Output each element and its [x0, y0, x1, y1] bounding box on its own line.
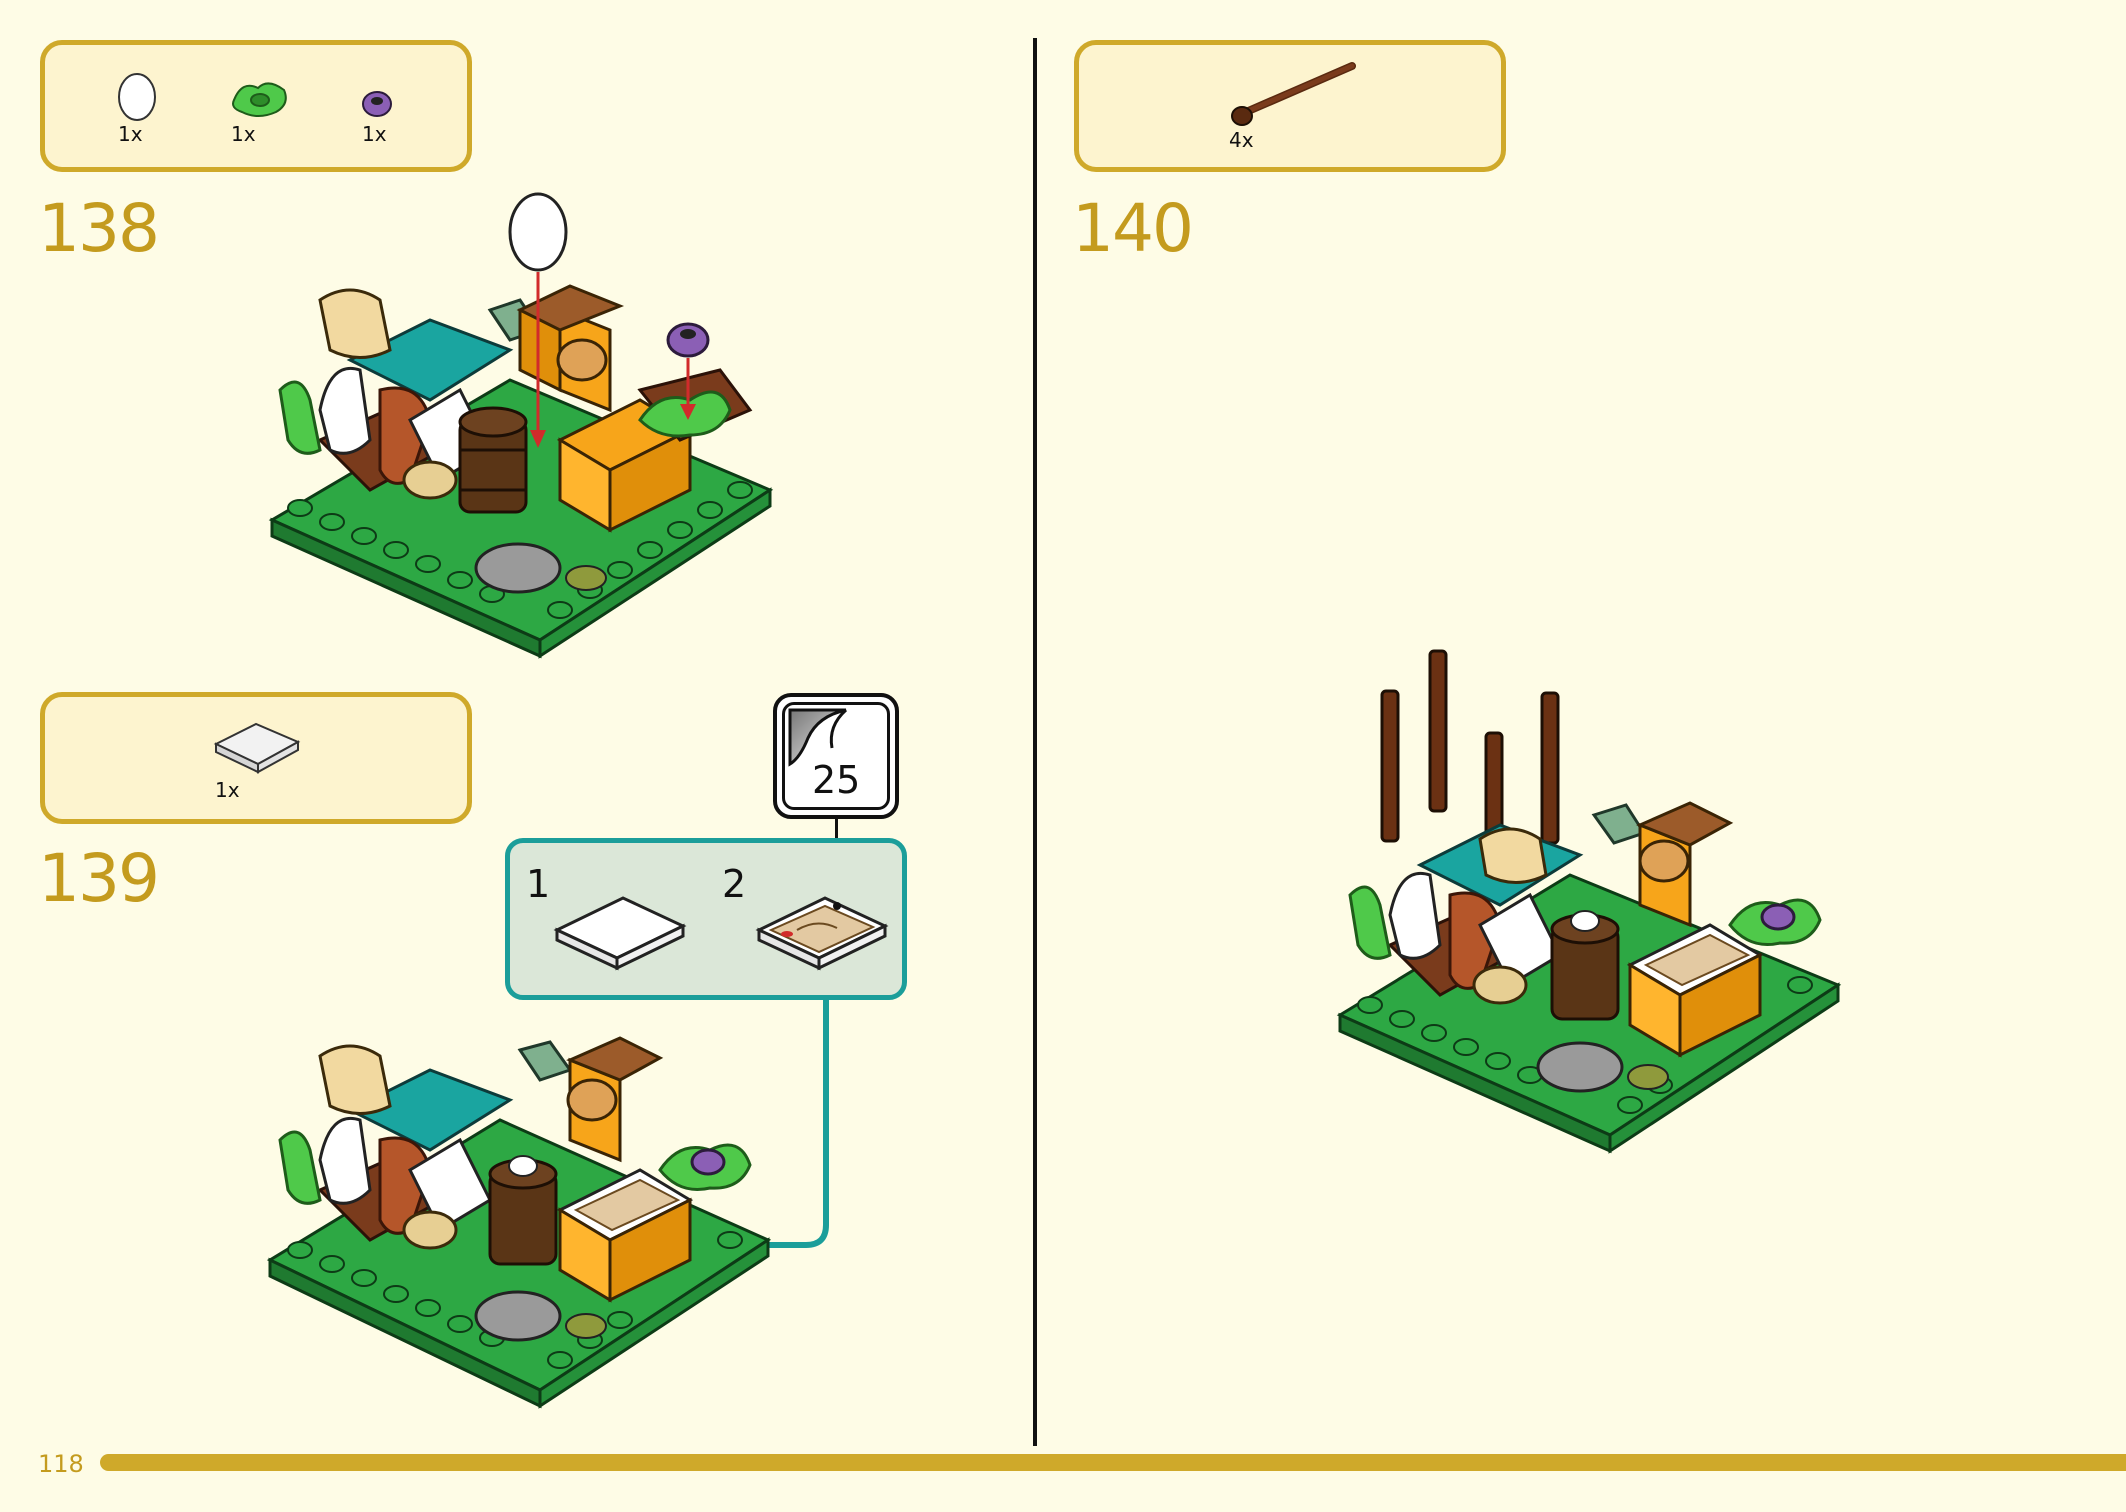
part-qty: 1x [231, 122, 256, 146]
part-qty: 4x [1229, 128, 1254, 152]
leaf-plate-part-icon [232, 82, 287, 117]
sticker-number: 25 [812, 758, 861, 802]
progress-bar [100, 1454, 2126, 1471]
parts-box-step-140 [1074, 40, 1506, 172]
brown-bar-part-icon [1231, 62, 1356, 126]
substep-label-2: 2 [722, 862, 747, 906]
parts-box-step-139 [40, 692, 472, 824]
parts-box-step-138 [40, 40, 472, 172]
flower-part-icon [362, 91, 392, 117]
step-140-build-illustration [1336, 649, 1842, 1154]
page-number: 118 [38, 1450, 84, 1478]
step-number-139: 139 [38, 840, 160, 917]
egg-part-icon [118, 73, 156, 121]
step-138-build-illustration [268, 192, 774, 659]
column-divider [1033, 38, 1037, 1446]
stickered-tile-illustration [755, 896, 889, 971]
plain-tile-illustration [553, 896, 687, 971]
white-tile-part-icon [213, 722, 301, 774]
sticker-page-icon [788, 708, 848, 767]
step-139-build-illustration [266, 1036, 772, 1409]
part-qty: 1x [215, 778, 240, 802]
substep-label-1: 1 [526, 862, 551, 906]
part-qty: 1x [118, 122, 143, 146]
part-qty: 1x [362, 122, 387, 146]
step-number-140: 140 [1072, 190, 1194, 267]
step-number-138: 138 [38, 190, 160, 267]
